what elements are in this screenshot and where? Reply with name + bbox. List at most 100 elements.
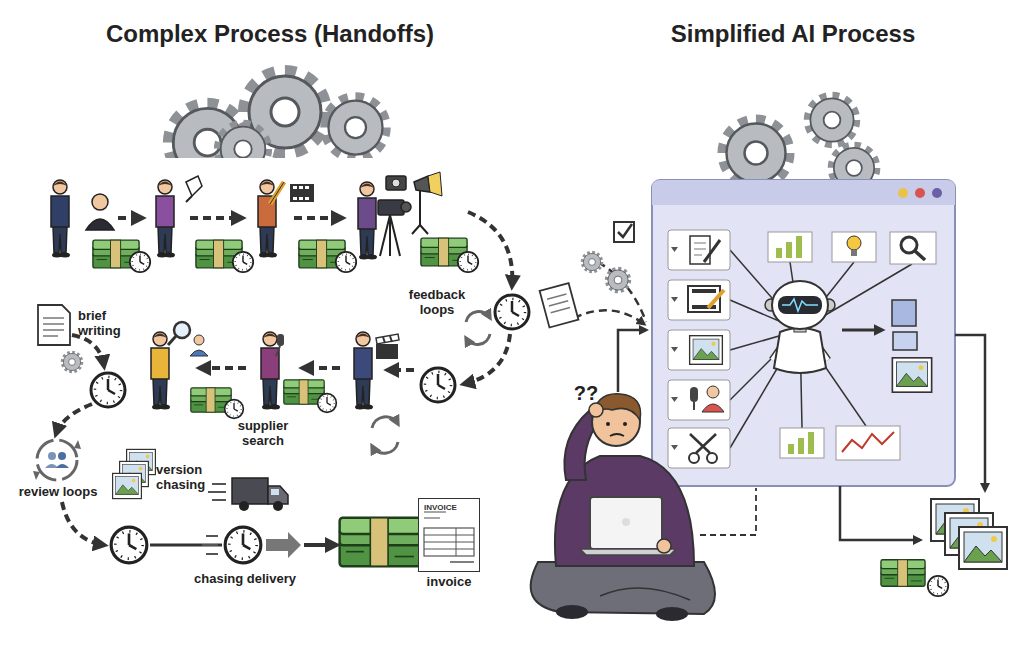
handoff-row-bottom	[168, 336, 176, 345]
handoff-row-top	[270, 182, 284, 204]
ai-window	[671, 397, 678, 402]
feedback-loop	[372, 417, 398, 428]
brief-review-chain	[208, 491, 226, 493]
ai-flow-lines	[540, 283, 579, 327]
ai-window	[776, 248, 782, 258]
ai-window	[704, 240, 720, 262]
handoff-row-bottom	[318, 394, 337, 413]
brief-review-chain	[424, 542, 474, 543]
ai-window	[707, 453, 717, 463]
brief-review-chain	[418, 498, 480, 572]
brief-review-chain	[266, 532, 301, 558]
ai-window	[694, 249, 706, 250]
handoff-row-top	[336, 252, 356, 272]
handoff-row-bottom	[376, 344, 398, 359]
ai-window	[702, 404, 724, 412]
feedback-loop	[464, 334, 510, 384]
ai-flow-lines	[547, 294, 566, 299]
handoff-row-top	[380, 215, 390, 256]
ai-flow-lines	[582, 252, 601, 271]
ai-window	[796, 236, 802, 258]
brief-review-chain	[58, 452, 66, 460]
section-title: Complex Process (Handoffs)	[55, 20, 485, 48]
handoff-row-top	[420, 225, 428, 234]
brief-review-chain	[91, 373, 125, 407]
brief-review-chain	[111, 527, 147, 563]
confused-person	[656, 607, 688, 621]
brief-review-chain	[56, 464, 69, 468]
handoff-row-bottom	[200, 366, 246, 370]
handoff-row-bottom	[388, 368, 414, 372]
ai-window	[892, 358, 931, 392]
brief-review-chain	[304, 543, 336, 547]
ai-flow-lines	[700, 488, 756, 535]
handoff-row-top	[428, 172, 442, 196]
step-label: version chasing	[156, 462, 218, 492]
ai-window	[774, 328, 826, 373]
ai-window	[772, 281, 828, 329]
ai-window	[832, 232, 876, 262]
invoice-document: INVOICEinvoice	[418, 498, 480, 572]
gears-left	[326, 98, 386, 158]
section-title: Simplified AI Process	[628, 20, 958, 48]
feedback-loop	[468, 212, 512, 286]
handoff-row-top	[401, 202, 411, 212]
handoff-row-top	[186, 176, 202, 196]
feedback-loop	[466, 312, 490, 322]
brief-review-chain	[340, 518, 421, 566]
confused-person	[531, 562, 715, 614]
handoff-row-top	[190, 216, 242, 220]
feedback-loop	[495, 295, 529, 329]
ai-flow-lines	[598, 262, 646, 322]
ai-window	[798, 438, 804, 454]
gears-right	[723, 120, 789, 180]
brief-review-chain	[212, 483, 226, 485]
ai-window	[693, 402, 695, 410]
handoff-row-top	[390, 215, 400, 256]
ai-window	[932, 188, 942, 198]
brief-review-chain	[62, 352, 81, 371]
ai-window	[668, 330, 730, 370]
handoff-row-top	[392, 179, 400, 187]
confused-person	[657, 539, 671, 553]
handoff-row-top	[305, 186, 309, 189]
ai-window	[842, 432, 894, 452]
brief-review-chain	[273, 501, 283, 511]
ai-flow-lines	[574, 310, 644, 324]
handoff-row-top	[305, 197, 309, 200]
confused-person	[556, 605, 588, 619]
brief-review-chain	[424, 517, 440, 519]
brief-review-chain	[45, 464, 58, 468]
confused-person	[623, 422, 627, 426]
ai-window	[689, 453, 699, 463]
ai-window	[694, 243, 706, 244]
ai-window	[780, 428, 824, 458]
handoff-row-top	[130, 252, 150, 272]
document-heading: INVOICE	[424, 503, 457, 512]
handoff-row-bottom	[151, 332, 170, 410]
step-label: brief writing	[78, 308, 133, 338]
feedback-loop	[421, 368, 455, 402]
brief-review-chain	[43, 329, 64, 331]
brief-review-chain	[225, 527, 261, 563]
handoff-row-bottom	[151, 322, 414, 418]
handoff-row-top	[378, 200, 404, 215]
ai-window	[694, 255, 702, 256]
handoff-row-top	[458, 252, 478, 272]
ai-window	[671, 347, 678, 352]
handoff-row-top	[386, 176, 406, 190]
brief-review-chain	[33, 305, 480, 572]
ai-flow-lines	[881, 560, 925, 586]
ai-window	[768, 232, 812, 262]
brief-review-chain	[206, 553, 218, 555]
handoff-row-bottom	[277, 334, 284, 346]
handoff-row-top	[186, 196, 192, 202]
confused-person	[589, 403, 603, 417]
brief-review-chain	[232, 478, 268, 504]
step-label: chasing delivery	[170, 571, 320, 586]
handoff-row-top	[290, 184, 314, 202]
question-marks: ??	[566, 382, 606, 404]
ai-window	[668, 230, 730, 270]
handoff-row-bottom	[190, 350, 208, 356]
